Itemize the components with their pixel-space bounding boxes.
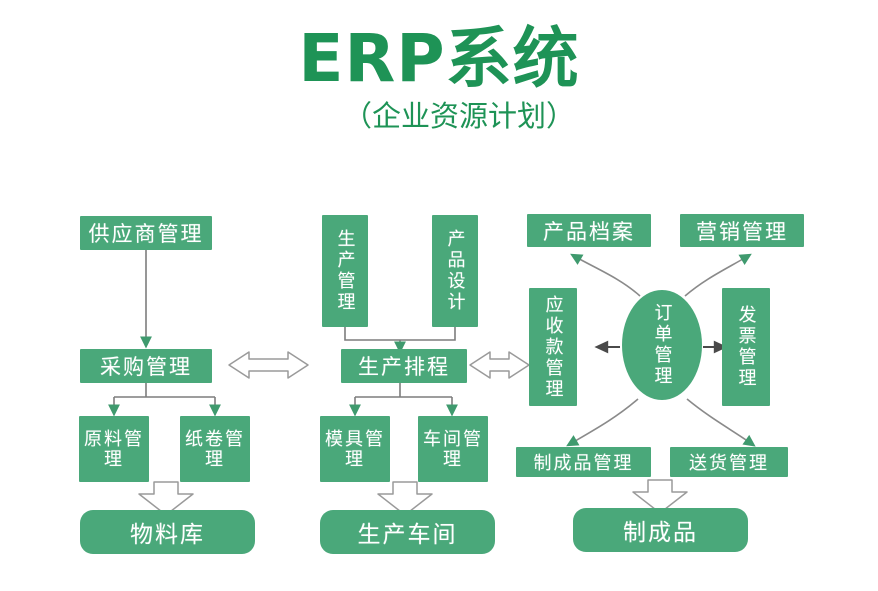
node-supplier-management[interactable]: 供应商管理 (80, 216, 212, 250)
node-label: 制成品 (623, 520, 698, 545)
page-title: ERP系统 (298, 20, 580, 97)
page-subtitle: （企业资源计划） (342, 101, 575, 133)
node-label: 送货管理 (689, 453, 769, 473)
node-receivables-management[interactable]: 应收款管理 (529, 288, 577, 406)
node-production-management[interactable]: 生产管理 (322, 215, 368, 327)
node-label: 采购管理 (100, 355, 192, 379)
node-product-archive[interactable]: 产品档案 (527, 214, 651, 247)
node-label: 车间管理 (423, 428, 483, 469)
connector-scheduling-branch (349, 383, 458, 417)
node-label: 营销管理 (696, 219, 788, 244)
node-label: 模具管理 (325, 428, 385, 469)
node-purchasing-management[interactable]: 采购管理 (80, 349, 212, 383)
title-block: ERP系统 （企业资源计划） (0, 22, 878, 134)
node-label: 物料库 (130, 522, 205, 547)
node-label: 应收款管理 (543, 294, 564, 400)
node-label: 产品档案 (543, 219, 635, 244)
node-invoice-management[interactable]: 发票管理 (722, 288, 770, 406)
node-paper-roll-management[interactable]: 纸卷管理 (180, 416, 250, 482)
node-label: 供应商管理 (88, 222, 204, 246)
node-product-design[interactable]: 产品设计 (432, 215, 478, 327)
node-finished-goods[interactable]: 制成品 (573, 508, 748, 552)
node-production-workshop[interactable]: 生产车间 (320, 510, 495, 554)
node-label: 制成品管理 (533, 453, 634, 473)
node-raw-material-management[interactable]: 原料管理 (79, 416, 149, 482)
node-label: 生产管理 (335, 229, 356, 313)
node-marketing-management[interactable]: 营销管理 (680, 214, 804, 247)
connector-scheduling-receivables-link (469, 351, 530, 379)
connector-middle-merge (344, 327, 456, 354)
node-label: 订单管理 (652, 303, 673, 387)
connector-purchasing-scheduling-link (228, 351, 309, 379)
connector-order-to-finished-goods-mgmt (566, 398, 639, 447)
connector-order-to-product-archive (570, 253, 641, 297)
node-label: 生产排程 (358, 355, 450, 379)
node-mold-management[interactable]: 模具管理 (320, 416, 390, 482)
node-workshop-management[interactable]: 车间管理 (418, 416, 488, 482)
node-finished-goods-management[interactable]: 制成品管理 (516, 447, 651, 477)
node-order-management[interactable]: 订单管理 (622, 290, 702, 400)
node-label: 原料管理 (84, 428, 144, 469)
connector-purchasing-branch (108, 383, 221, 417)
node-label: 发票管理 (736, 305, 757, 389)
node-delivery-management[interactable]: 送货管理 (670, 447, 788, 477)
node-material-warehouse[interactable]: 物料库 (80, 510, 255, 554)
node-label: 纸卷管理 (185, 428, 245, 469)
node-production-scheduling[interactable]: 生产排程 (341, 349, 467, 383)
node-label: 生产车间 (357, 522, 458, 547)
node-label: 产品设计 (445, 229, 466, 313)
